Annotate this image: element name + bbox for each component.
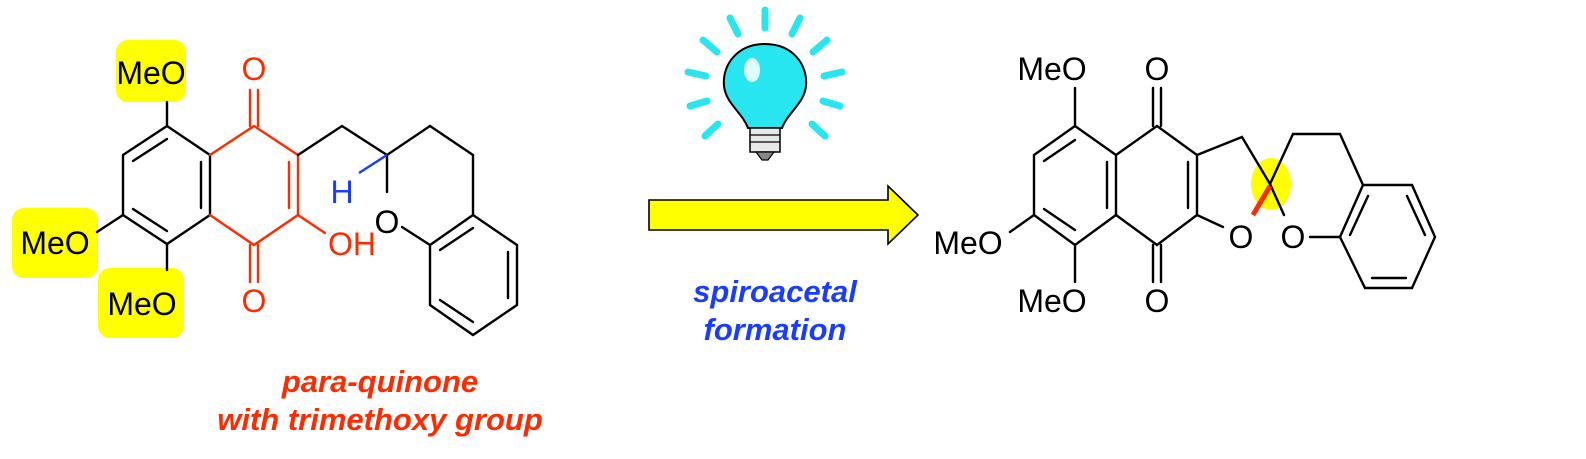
highlight-meo-top	[116, 40, 186, 102]
product-carbonyl-o-top-label: O	[1145, 51, 1170, 87]
arrow-caption-line2: formation	[704, 312, 847, 347]
product-meo-bottom-label: MeO	[1017, 283, 1086, 319]
reaction-arrow	[648, 184, 920, 246]
product-molecule: MeO MeO MeO O O O O	[933, 51, 1437, 319]
reactant-molecule: MeO MeO MeO O O OH H O	[12, 40, 519, 338]
arrow-caption-line1: spiroacetal	[693, 274, 858, 309]
lightbulb-icon	[684, 6, 846, 161]
highlight-meo-bottom	[98, 268, 184, 338]
product-meo-top-label: MeO	[1017, 51, 1086, 87]
carbonyl-o-top-label: O	[242, 51, 267, 87]
ring-oxygen-label: O	[375, 204, 400, 240]
carbonyl-o-bottom-label: O	[242, 283, 267, 319]
reactant-caption-line2: with trimethoxy group	[217, 402, 543, 437]
highlight-meo-left	[12, 208, 98, 278]
pyran-oxygen-label: O	[1281, 219, 1306, 255]
product-carbonyl-o-bottom-label: O	[1145, 283, 1170, 319]
furan-oxygen-label: O	[1229, 219, 1254, 255]
reactant-caption-line1: para-quinone	[281, 364, 478, 399]
hydroxyl-label: OH	[328, 226, 376, 262]
meo-top-label: MeO	[116, 55, 185, 91]
meo-bottom-label: MeO	[107, 286, 176, 322]
meo-left-label: MeO	[20, 225, 89, 261]
hydrogen-label: H	[330, 174, 353, 210]
product-meo-left-label: MeO	[933, 225, 1002, 261]
